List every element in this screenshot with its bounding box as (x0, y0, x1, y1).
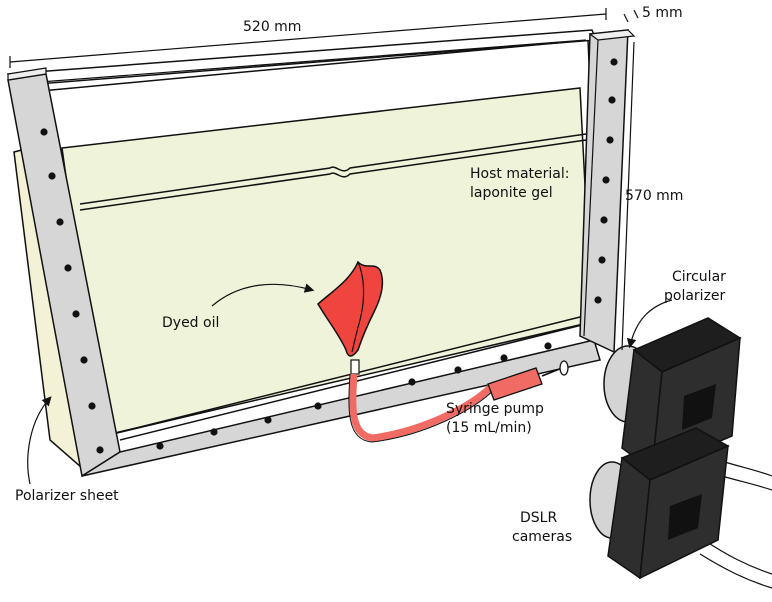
frame-bolts (40, 58, 618, 454)
dimension-height (621, 41, 635, 351)
dimension-thickness (623, 9, 639, 23)
gel-surface-front (79, 133, 587, 205)
frame-left-top (7, 67, 47, 81)
camera-cable-bottom-2 (699, 553, 772, 589)
frame-right-top (588, 29, 636, 41)
top-rail-inner (39, 39, 587, 83)
label-syringe-rate: (15 mL/min) (446, 420, 532, 436)
label-circular: Circular (672, 269, 726, 285)
camera-cable-bottom (703, 539, 772, 575)
dyed-oil-fracture-edge (351, 261, 365, 353)
label-dslr: DSLR (520, 510, 557, 526)
label-cameras: cameras (512, 529, 572, 545)
label-thickness: 5 mm (642, 5, 683, 21)
label-syringe-pump: Syringe pump (446, 401, 544, 417)
syringe (487, 360, 569, 401)
injection-needle (350, 359, 360, 375)
dslr-camera-bottom (607, 427, 730, 580)
arrow-to-oil (211, 283, 315, 307)
label-host-material: Host material: (470, 166, 569, 182)
dimension-width (9, 8, 607, 68)
arrow-to-polarizer-sheet (27, 396, 52, 485)
gel-surface-back (79, 139, 587, 211)
label-dyed-oil: Dyed oil (162, 315, 219, 331)
tubing (349, 373, 495, 442)
label-polarizer-sheet: Polarizer sheet (15, 488, 119, 504)
label-laponite-gel: laponite gel (470, 185, 553, 201)
tubing-outline (348, 373, 497, 443)
arrow-to-circular-polarizer (626, 299, 673, 349)
label-width: 520 mm (243, 19, 301, 35)
label-polarizer: polarizer (664, 288, 726, 304)
label-height: 570 mm (625, 188, 683, 204)
frame-right-inner (583, 39, 599, 337)
